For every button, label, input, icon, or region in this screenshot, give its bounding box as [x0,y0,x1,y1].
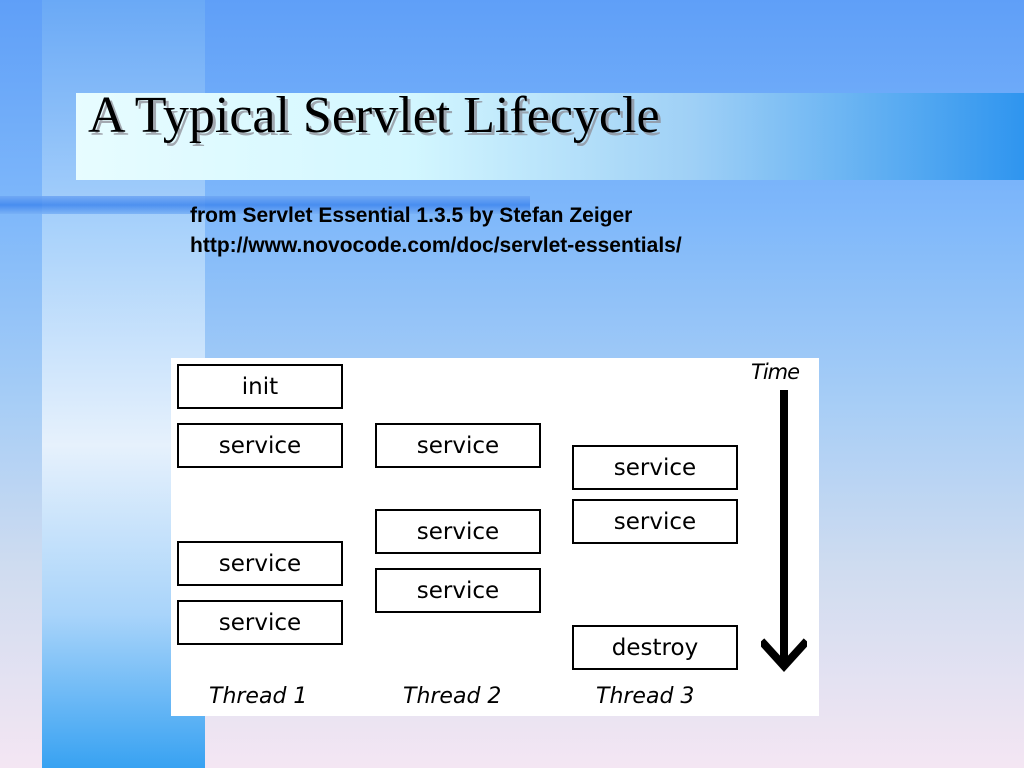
title-band [76,93,1024,180]
service-box: service [177,600,343,645]
service-box: service [177,541,343,586]
lifecycle-diagram: init service service service service ser… [171,358,819,716]
service-box: service [177,423,343,468]
service-box: service [375,423,541,468]
init-box: init [177,364,343,409]
service-box: service [572,445,738,490]
source-citation: from Servlet Essential 1.3.5 by Stefan Z… [190,201,682,261]
slide-title: A Typical Servlet Lifecycle [88,87,660,144]
service-box: service [572,499,738,544]
time-label: Time [751,360,800,384]
time-arrow-icon [761,390,807,672]
thread-label-1: Thread 1 [209,684,308,709]
thread-label-2: Thread 2 [403,684,502,709]
service-box: service [375,509,541,554]
service-box: service [375,568,541,613]
thread-label-3: Thread 3 [596,684,695,709]
destroy-box: destroy [572,625,738,670]
source-line-book: from Servlet Essential 1.3.5 by Stefan Z… [190,204,633,227]
source-line-url: http://www.novocode.com/doc/servlet-esse… [190,234,682,257]
decorative-horizontal-line [0,196,530,214]
